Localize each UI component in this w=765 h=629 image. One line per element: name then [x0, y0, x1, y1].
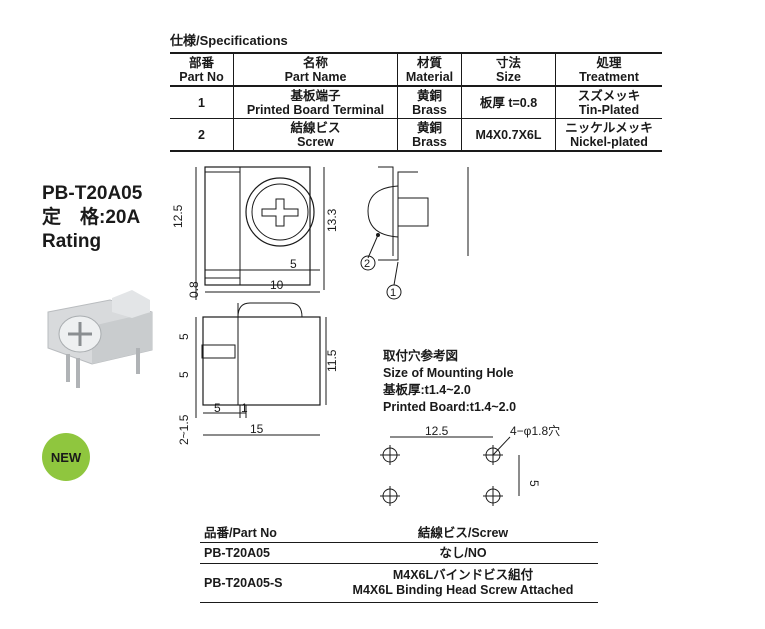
dim-side-width: 15	[250, 422, 264, 436]
treatment-en: Nickel-plated	[570, 134, 648, 149]
parts-row: PB-T20A05-S M4X6Lバインドビス組付 M4X6L Binding …	[200, 563, 598, 603]
dim-side-top: 5	[177, 333, 191, 340]
dim-side-one: 1	[241, 401, 248, 415]
model-info: PB-T20A05 定 格:20A Rating	[42, 182, 142, 254]
name-en: Screw	[297, 134, 334, 149]
callout-1: 1	[390, 287, 396, 299]
material-jp: 黄銅	[416, 120, 442, 135]
dim-hole-spec: 4−φ1.8穴	[510, 423, 560, 438]
dim-top-inner: 5	[290, 257, 297, 271]
mounting-thickness-en: Printed Board:t1.4~2.0	[383, 400, 517, 414]
dim-side-bottom: 2~1.5	[177, 414, 191, 445]
front-view	[195, 302, 327, 436]
cell-size: 板厚 t=0.8	[461, 86, 556, 119]
parts-cell-no: PB-T20A05-S	[200, 563, 328, 603]
name-en: Printed Board Terminal	[246, 102, 385, 117]
parts-header-row: 品番/Part No 結線ビス/Screw	[200, 524, 598, 543]
dim-side-small: 5	[214, 401, 221, 415]
model-part-number: PB-T20A05	[42, 183, 143, 204]
dim-top-height: 12.5	[171, 204, 185, 228]
dim-top-width: 10	[270, 278, 284, 292]
mounting-hole-pattern	[380, 436, 520, 506]
mounting-thickness-jp: 基板厚:t1.4~2.0	[383, 383, 471, 397]
header-jp: 材質	[416, 55, 442, 70]
header-en: Material	[405, 69, 454, 84]
header-jp: 寸法	[495, 55, 521, 70]
material-en: Brass	[412, 134, 447, 149]
material-jp: 黄銅	[416, 88, 442, 103]
right-view	[360, 166, 469, 300]
cell-size: M4X0.7X6L	[461, 118, 556, 152]
dim-side-mid: 5	[177, 371, 191, 378]
header-jp: 名称	[302, 55, 328, 70]
name-jp: 結線ビス	[290, 120, 341, 135]
material-en: Brass	[412, 102, 447, 117]
parts-cell-no: PB-T20A05	[200, 542, 328, 564]
mounting-title-en: Size of Mounting Hole	[383, 366, 514, 380]
dim-top-offset: 0.8	[187, 281, 201, 298]
top-view	[195, 166, 325, 300]
header-en: Size	[495, 69, 521, 84]
parts-cell-screw: なし/NO	[328, 542, 598, 564]
header-en: Part Name	[284, 69, 347, 84]
treatment-en: Tin-Plated	[578, 102, 640, 117]
name-jp: 基板端子	[290, 88, 341, 103]
mounting-title-jp: 取付穴参考図	[383, 349, 459, 363]
parts-header-screw: 結線ビス/Screw	[328, 524, 598, 543]
treatment-jp: スズメッキ	[577, 88, 641, 103]
screw-en: M4X6L Binding Head Screw Attached	[352, 583, 574, 597]
parts-cell-screw: M4X6Lバインドビス組付 M4X6L Binding Head Screw A…	[328, 563, 598, 603]
dim-side-height: 11.5	[325, 349, 339, 372]
mounting-hole-info: 取付穴参考図 Size of Mounting Hole 基板厚:t1.4~2.…	[383, 348, 516, 416]
screw-jp: M4X6Lバインドビス組付	[392, 568, 534, 582]
model-rating: 定 格:20A	[42, 207, 141, 228]
header-jp: 部番	[188, 55, 214, 70]
parts-row: PB-T20A05 なし/NO	[200, 542, 598, 564]
dim-hole-x: 12.5	[425, 424, 449, 438]
dim-hole-y: 5	[527, 480, 541, 487]
treatment-jp: ニッケルメッキ	[565, 120, 653, 135]
dim-top-total: 13.3	[325, 208, 339, 232]
header-en: Part No	[179, 69, 224, 84]
new-badge: NEW	[42, 433, 90, 481]
header-en: Treatment	[579, 69, 639, 84]
product-photo	[47, 290, 153, 388]
model-rating-en: Rating	[42, 231, 102, 252]
spec-title: 仕様/Specifications	[170, 33, 288, 48]
parts-header-no: 品番/Part No	[200, 524, 328, 543]
callout-2: 2	[364, 258, 370, 270]
header-jp: 処理	[596, 55, 622, 70]
parts-table: 品番/Part No 結線ビス/Screw PB-T20A05 なし/NO PB…	[200, 524, 598, 603]
cell-no: 1	[170, 86, 234, 119]
cell-no: 2	[170, 118, 234, 152]
